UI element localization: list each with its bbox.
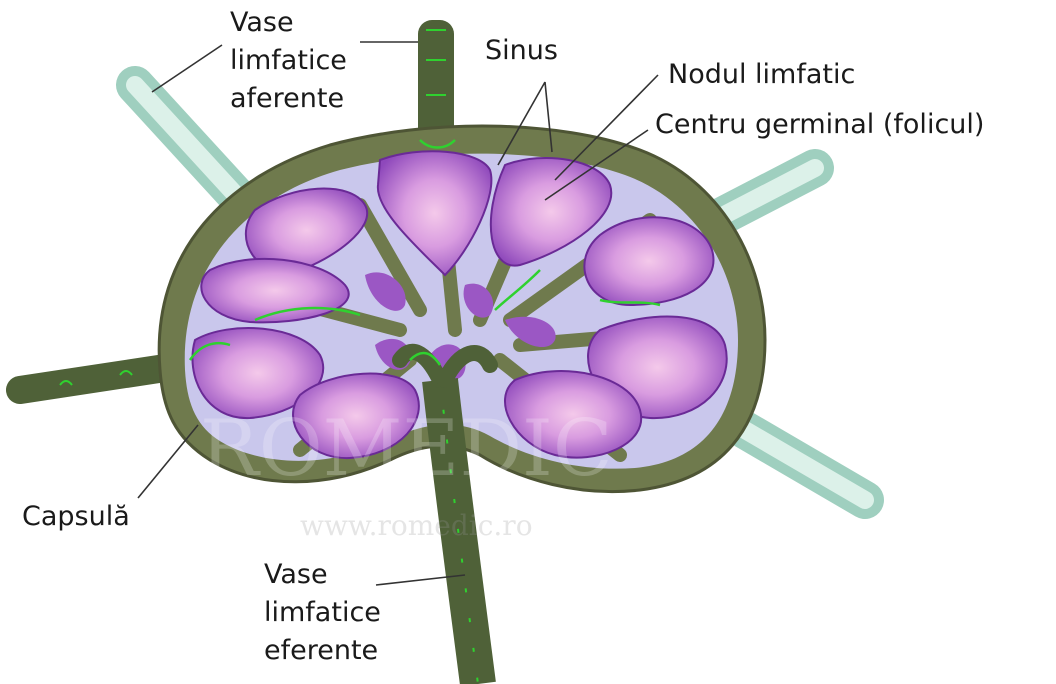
label-capsule: Capsulă	[22, 498, 130, 536]
label-efferent-line-1: Vase	[264, 556, 381, 594]
label-afferent-line-1: Vase	[230, 4, 347, 42]
label-sinus: Sinus	[485, 32, 558, 70]
watermark-url: www.romedic.ro	[300, 509, 533, 542]
label-afferent-line-2: limfatice	[230, 42, 347, 80]
watermark-brand: ROMEDIC	[200, 404, 613, 494]
label-efferent-line-2: limfatice	[264, 594, 381, 632]
label-afferent-line-3: aferente	[230, 80, 347, 118]
label-efferent-line-3: eferente	[264, 632, 381, 670]
label-afferent-vessels: Vase limfatice aferente	[230, 4, 347, 118]
afferent-vessel-right-lower-highlight	[745, 430, 865, 500]
pointer-afferent-left	[152, 45, 222, 92]
afferent-vessel-upper-left-highlight	[135, 85, 245, 205]
label-lymphatic-nodule: Nodul limfatic	[668, 56, 855, 94]
label-efferent-vessels: Vase limfatice eferente	[264, 556, 381, 670]
label-germinal-center: Centru germinal (folicul)	[655, 106, 984, 144]
pointer-capsule	[138, 425, 198, 498]
